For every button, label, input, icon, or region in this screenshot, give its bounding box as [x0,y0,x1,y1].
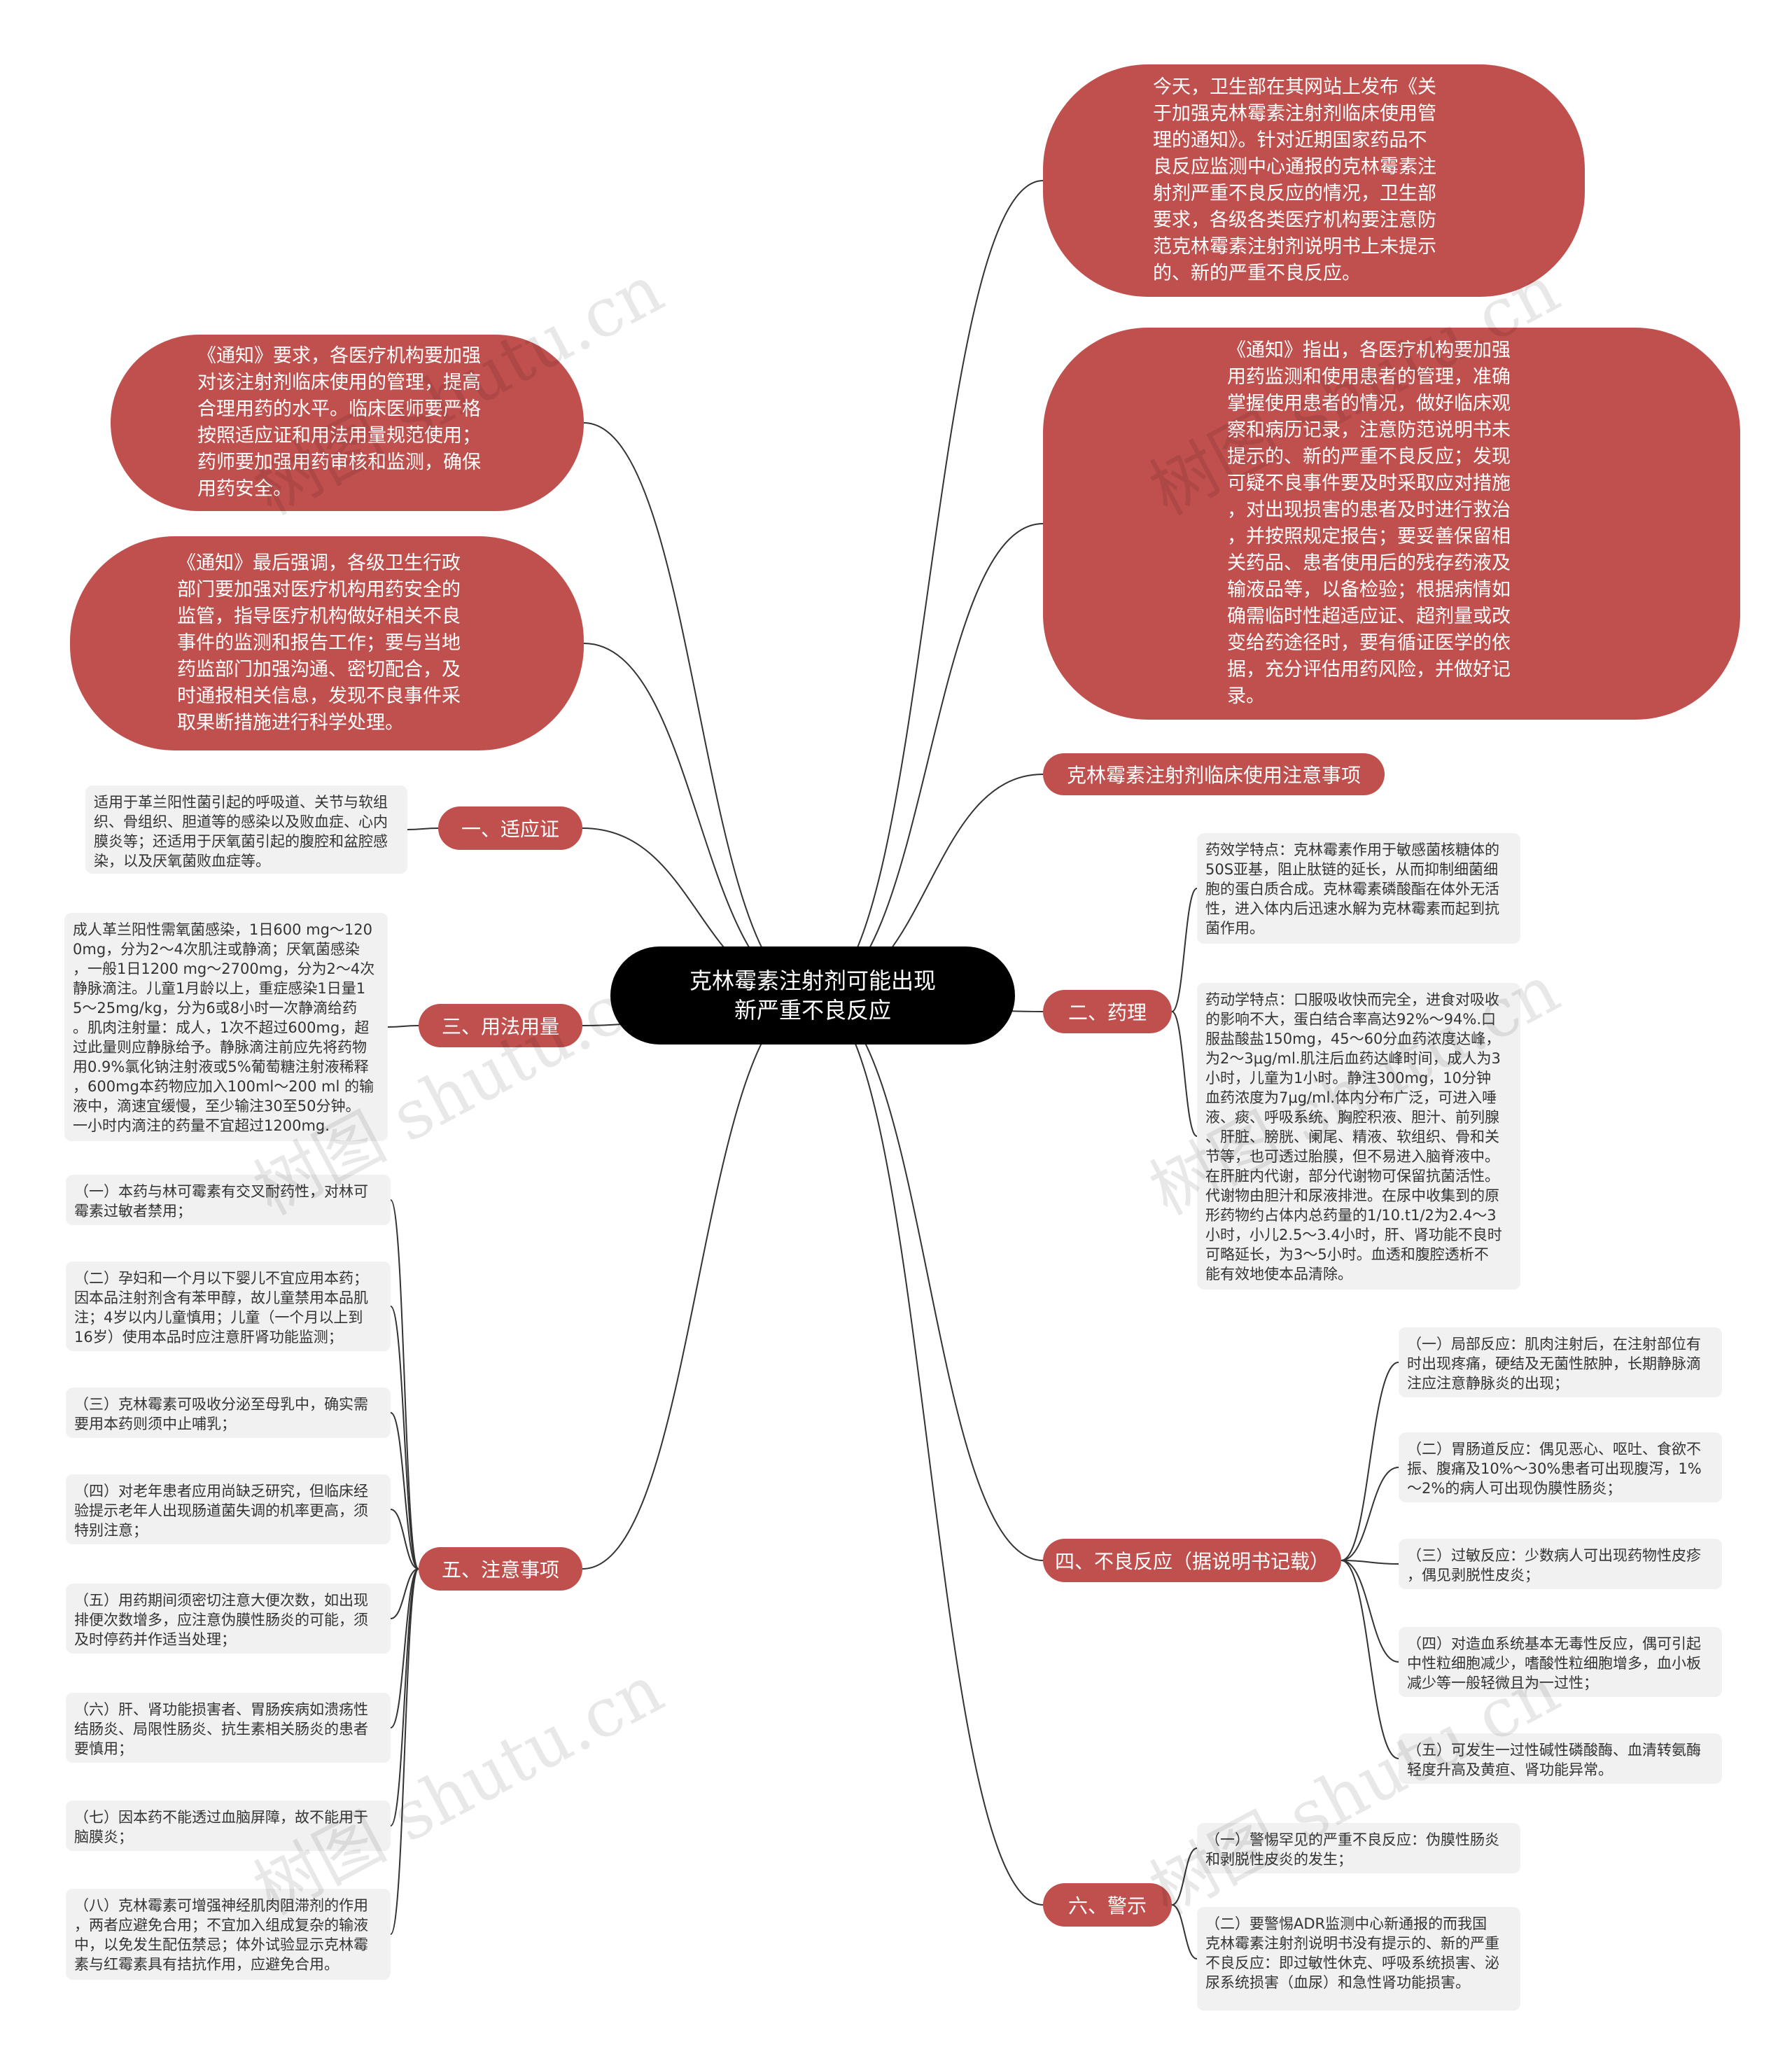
connector-22 [390,1199,419,1570]
connector-5 [813,995,1044,1906]
connector-11 [1171,888,1198,1012]
connector-20 [407,827,439,830]
note-points-out-text: 《通知》指出，各医疗机构要加强 用药监测和使用患者的管理，准确 掌握使用患者的情… [1227,340,1511,707]
connector-0 [813,180,1044,996]
branch-clinical-use-title[interactable]: 克林霉素注射剂临床使用注意事项 [1043,753,1385,795]
leaf-adverse-blood: （四）对造血系统基本无毒性反应，偶可引起 中性粒细胞减少，嗜酸性粒细胞增多，血小… [1399,1627,1722,1697]
connector-15 [1340,1560,1399,1565]
leaf-warning-2: （二）要警惕ADR监测中心新通报的而我国 克林霉素注射剂说明书没有提示的、新的严… [1197,1907,1520,2011]
note-notice-emphasizes[interactable]: 《通知》最后强调，各级卫生行政 部门要加强对医疗机构用药安全的 监管，指导医疗机… [70,536,584,750]
connector-7 [583,643,814,996]
leaf-precaution-1: （一）本药与林可霉素有交叉耐药性，对林可 霉素过敏者禁用； [66,1175,391,1225]
connector-6 [583,422,814,996]
note-emphasizes-text: 《通知》最后强调，各级卫生行政 部门要加强对医疗机构用药安全的 监管，指导医疗机… [177,552,461,734]
leaf-precaution-3: （三）克林霉素可吸收分泌至母乳中，确实需 要用本药则须中止哺乳； [66,1388,391,1438]
connector-28 [390,1568,419,1826]
leaf-precaution-8: （八）克林霉素可增强神经肌肉阻滞剂的作用 ，两者应避免合用；不宜加入组成复杂的输… [66,1889,391,1980]
leaf-pharmacokinetics: 药动学特点：口服吸收快而完全，进食对吸收 的影响不大，蛋白结合率高达92%～94… [1197,983,1520,1290]
connector-25 [390,1509,419,1570]
connector-19 [1171,1904,1198,1959]
connector-29 [390,1568,419,1935]
connector-14 [1340,1467,1399,1561]
note-requires-text: 《通知》要求，各医疗机构要加强 对该注射剂临床使用的管理，提高 合理用药的水平。… [197,345,481,500]
connector-16 [1340,1560,1399,1663]
connector-24 [390,1412,419,1570]
note-notice-points-out[interactable]: 《通知》指出，各医疗机构要加强 用药监测和使用患者的管理，准确 掌握使用患者的情… [1043,328,1740,720]
leaf-precaution-7: （七）因本药不能透过血脑屏障，故不能用于 脑膜炎； [66,1801,391,1851]
leaf-pharmacodynamics: 药效学特点：克林霉素作用于敏感菌核糖体的 50S亚基，阻止肽链的延长，从而抑制细… [1197,833,1520,944]
connector-27 [390,1568,419,1728]
leaf-dosage: 成人革兰阳性需氧菌感染，1日600 mg～120 0mg，分为2～4次肌注或静滴… [64,913,388,1141]
branch-dosage[interactable]: 三、用法用量 [419,1004,582,1047]
leaf-precaution-4: （四）对老年患者应用尚缺乏研究，但临床经 验提示老年人出现肠道菌失调的机率更高，… [66,1474,391,1544]
leaf-adverse-liver: （五）可发生一过性碱性磷酸酶、血清转氨酶 轻度升高及黄疸、肾功能异常。 [1399,1733,1722,1784]
branch-precautions[interactable]: 五、注意事项 [419,1547,582,1591]
connector-23 [390,1306,419,1570]
leaf-indications: 适用于革兰阳性菌引起的呼吸道、关节与软组 织、骨组织、胆道等的感染以及败血症、心… [85,785,407,874]
note-health-ministry-announcement[interactable]: 今天，卫生部在其网站上发布《关 于加强克林霉素注射剂临床使用管 理的通知》。针对… [1043,64,1585,297]
leaf-precaution-2: （二）孕妇和一个月以下婴儿不宜应用本药； 因本品注射剂含有苯甲醇，故儿童禁用本品… [66,1262,391,1351]
connector-17 [1340,1560,1399,1759]
note-notice-requires[interactable]: 《通知》要求，各医疗机构要加强 对该注射剂临床使用的管理，提高 合理用药的水平。… [111,335,584,511]
branch-adverse-reactions[interactable]: 四、不良反应（据说明书记载） [1043,1539,1341,1582]
leaf-adverse-allergy: （三）过敏反应：少数病人可出现药物性皮疹 ，偶见剥脱性皮炎； [1399,1539,1722,1589]
leaf-warning-1: （一）警惕罕见的严重不良反应：伪膜性肠炎 和剥脱性皮炎的发生； [1197,1823,1520,1873]
connector-4 [813,995,1044,1561]
branch-warnings[interactable]: 六、警示 [1043,1883,1172,1927]
connector-12 [1171,1011,1198,1137]
leaf-adverse-local: （一）局部反应：肌肉注射后，在注射部位有 时出现疼痛，硬结及无菌性脓肿，长期静脉… [1399,1327,1722,1397]
connector-13 [1340,1362,1399,1561]
branch-pharmacology[interactable]: 二、药理 [1043,990,1172,1033]
connector-10 [582,995,814,1570]
connector-26 [390,1568,419,1619]
connector-1 [813,523,1044,996]
root-topic[interactable]: 克林霉素注射剂可能出现 新严重不良反应 [610,946,1015,1045]
connector-21 [387,1025,419,1028]
leaf-precaution-5: （五）用药期间须密切注意大便次数，如出现 排便次数增多，应注意伪膜性肠炎的可能，… [66,1584,391,1654]
note-announcement-text: 今天，卫生部在其网站上发布《关 于加强克林霉素注射剂临床使用管 理的通知》。针对… [1153,76,1436,284]
leaf-adverse-gi: （二）胃肠道反应：偶见恶心、呕吐、食欲不 振、腹痛及10%～30%患者可出现腹泻… [1399,1432,1722,1502]
connector-18 [1171,1847,1198,1906]
branch-indications[interactable]: 一、适应证 [438,806,582,850]
leaf-precaution-6: （六）肝、肾功能损害者、胃肠疾病如溃疡性 结肠炎、局限性肠炎、抗生素相关肠炎的患… [66,1693,391,1763]
